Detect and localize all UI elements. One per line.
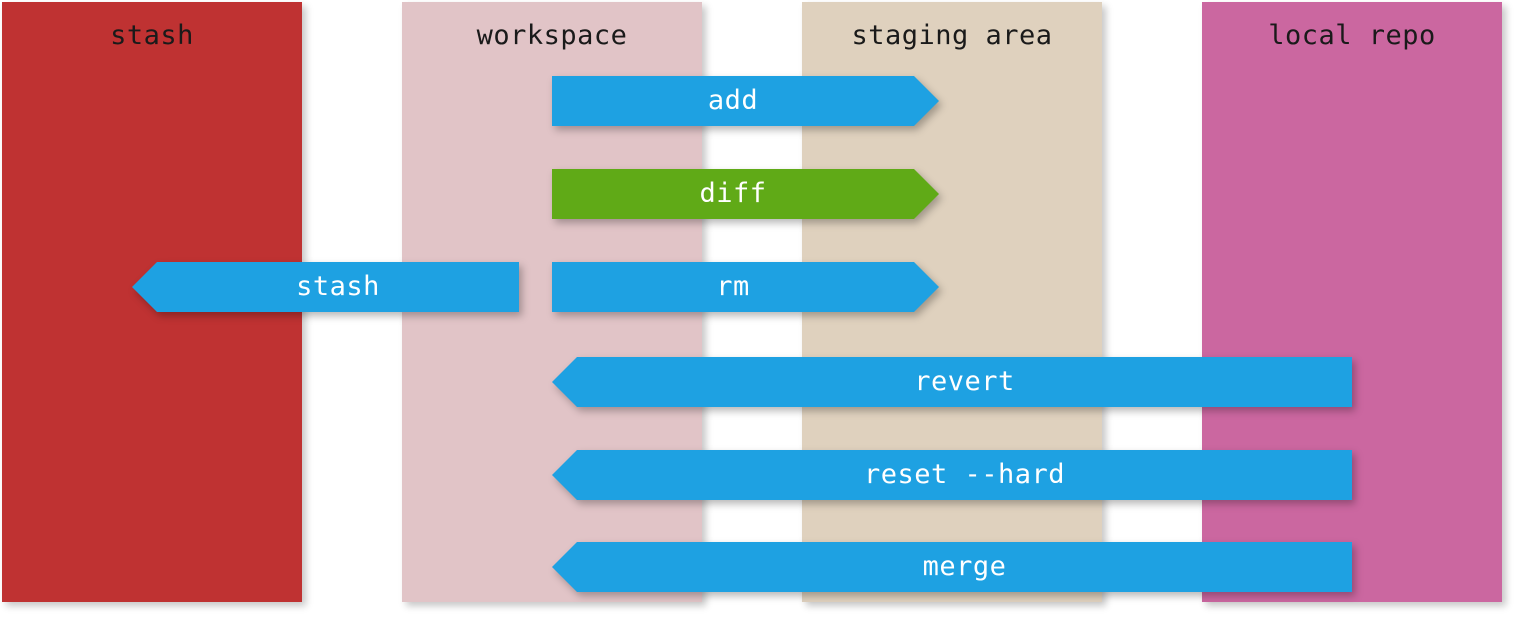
arrow-rm-label: rm: [716, 271, 750, 302]
arrow-add-label: add: [707, 85, 759, 116]
arrow-reset-hard-shape: [552, 450, 1352, 500]
arrow-diff-label: diff: [699, 178, 767, 209]
arrow-revert-label: revert: [914, 366, 1015, 397]
arrow-merge-label: merge: [922, 551, 1007, 582]
column-local-repo: local repo: [1202, 2, 1502, 602]
arrow-add: add: [552, 76, 939, 126]
arrow-add-shape: [552, 76, 939, 126]
arrow-diff-shape: [552, 169, 939, 219]
arrow-stash-label: stash: [296, 271, 380, 302]
arrow-merge: merge: [552, 542, 1352, 592]
arrow-rm: rm: [552, 262, 939, 312]
arrow-diff: diff: [552, 169, 939, 219]
arrow-merge-shape: [552, 542, 1352, 592]
arrow-revert: revert: [552, 357, 1352, 407]
arrow-revert-shape: [552, 357, 1352, 407]
arrow-rm-shape: [552, 262, 939, 312]
arrow-stash-shape: [132, 262, 519, 312]
column-title-workspace: workspace: [476, 20, 628, 51]
arrow-reset-hard-label: reset --hard: [863, 459, 1066, 490]
column-title-staging-area: staging area: [851, 20, 1053, 51]
arrow-reset-hard: reset --hard: [552, 450, 1352, 500]
column-title-stash: stash: [110, 20, 194, 51]
arrow-stash: stash: [132, 262, 519, 312]
column-title-local-repo: local repo: [1268, 20, 1436, 51]
